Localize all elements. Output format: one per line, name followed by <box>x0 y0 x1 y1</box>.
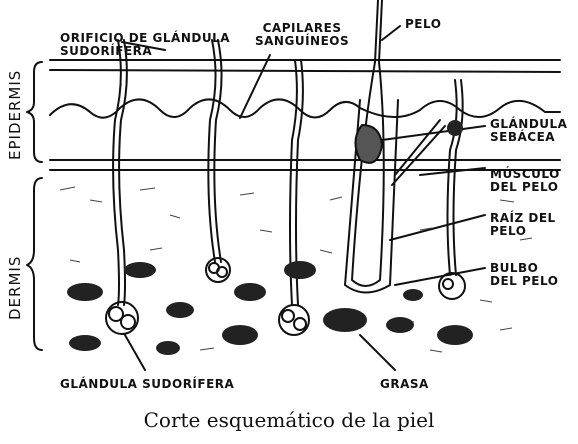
epidermis-brace <box>26 61 43 163</box>
hair-root <box>351 61 385 287</box>
sweat-duct-2 <box>207 39 217 263</box>
sweat-gland-2 <box>205 257 231 283</box>
label-raiz-line1: RAÍZ DEL <box>490 211 556 225</box>
hair-bulb-coil <box>438 272 466 300</box>
sweat-duct-4 <box>446 79 458 276</box>
sweat-gland-1 <box>105 301 139 335</box>
label-musculo-line1: MÚSCULO <box>490 167 560 181</box>
label-bulbo: BULBO DEL PELO <box>490 262 558 288</box>
label-capilares: CAPILARES SANGUÍNEOS <box>255 22 349 48</box>
papillae-line <box>49 98 561 119</box>
leader-musculo <box>419 167 486 176</box>
leader-pelo <box>381 25 401 41</box>
diagram-caption: Corte esquemático de la piel <box>143 408 435 432</box>
label-capilares-line1: CAPILARES <box>262 21 342 35</box>
sebaceous-gland <box>354 124 383 164</box>
leader-grasa <box>359 334 396 371</box>
hair-muscle <box>394 119 441 176</box>
label-sebacea-line2: SEBÁCEA <box>490 130 556 144</box>
leader-orificio <box>121 41 166 51</box>
leader-raiz <box>389 214 486 241</box>
label-orificio-line1: ORIFICIO DE GLÁNDULA <box>60 31 231 45</box>
label-pelo: PELO <box>405 17 442 31</box>
leader-sebacea <box>381 125 486 141</box>
fat-cluster <box>67 283 103 301</box>
leader-glandula-sudorifera <box>124 334 146 371</box>
label-glandula-sudorifera: GLÁNDULA SUDORÍFERA <box>60 377 235 391</box>
leader-capilares <box>239 54 271 119</box>
hair-shaft <box>374 0 379 63</box>
sweat-gland-3 <box>278 304 310 336</box>
label-bulbo-line2: DEL PELO <box>490 274 559 288</box>
label-sebacea-line1: GLÁNDULA <box>490 117 568 131</box>
label-dermis: DERMIS <box>6 255 24 320</box>
dermis-brace <box>26 177 43 351</box>
label-epidermis: EPIDERMIS <box>6 69 24 160</box>
label-glandula-sebacea: GLÁNDULA SEBÁCEA <box>490 118 567 144</box>
leader-bulbo <box>394 267 486 286</box>
sweat-duct-1 <box>112 39 122 306</box>
label-musculo: MÚSCULO DEL PELO <box>490 168 560 194</box>
label-grasa: GRASA <box>380 377 429 391</box>
label-orificio: ORIFICIO DE GLÁNDULA SUDORÍFERA <box>60 32 230 58</box>
label-musculo-line2: DEL PELO <box>490 180 559 194</box>
label-bulbo-line1: BULBO <box>490 261 539 275</box>
label-raiz-line2: PELO <box>490 224 527 238</box>
label-raiz: RAÍZ DEL PELO <box>490 212 556 238</box>
label-capilares-line2: SANGUÍNEOS <box>255 34 350 48</box>
label-orificio-line2: SUDORÍFERA <box>60 44 153 58</box>
